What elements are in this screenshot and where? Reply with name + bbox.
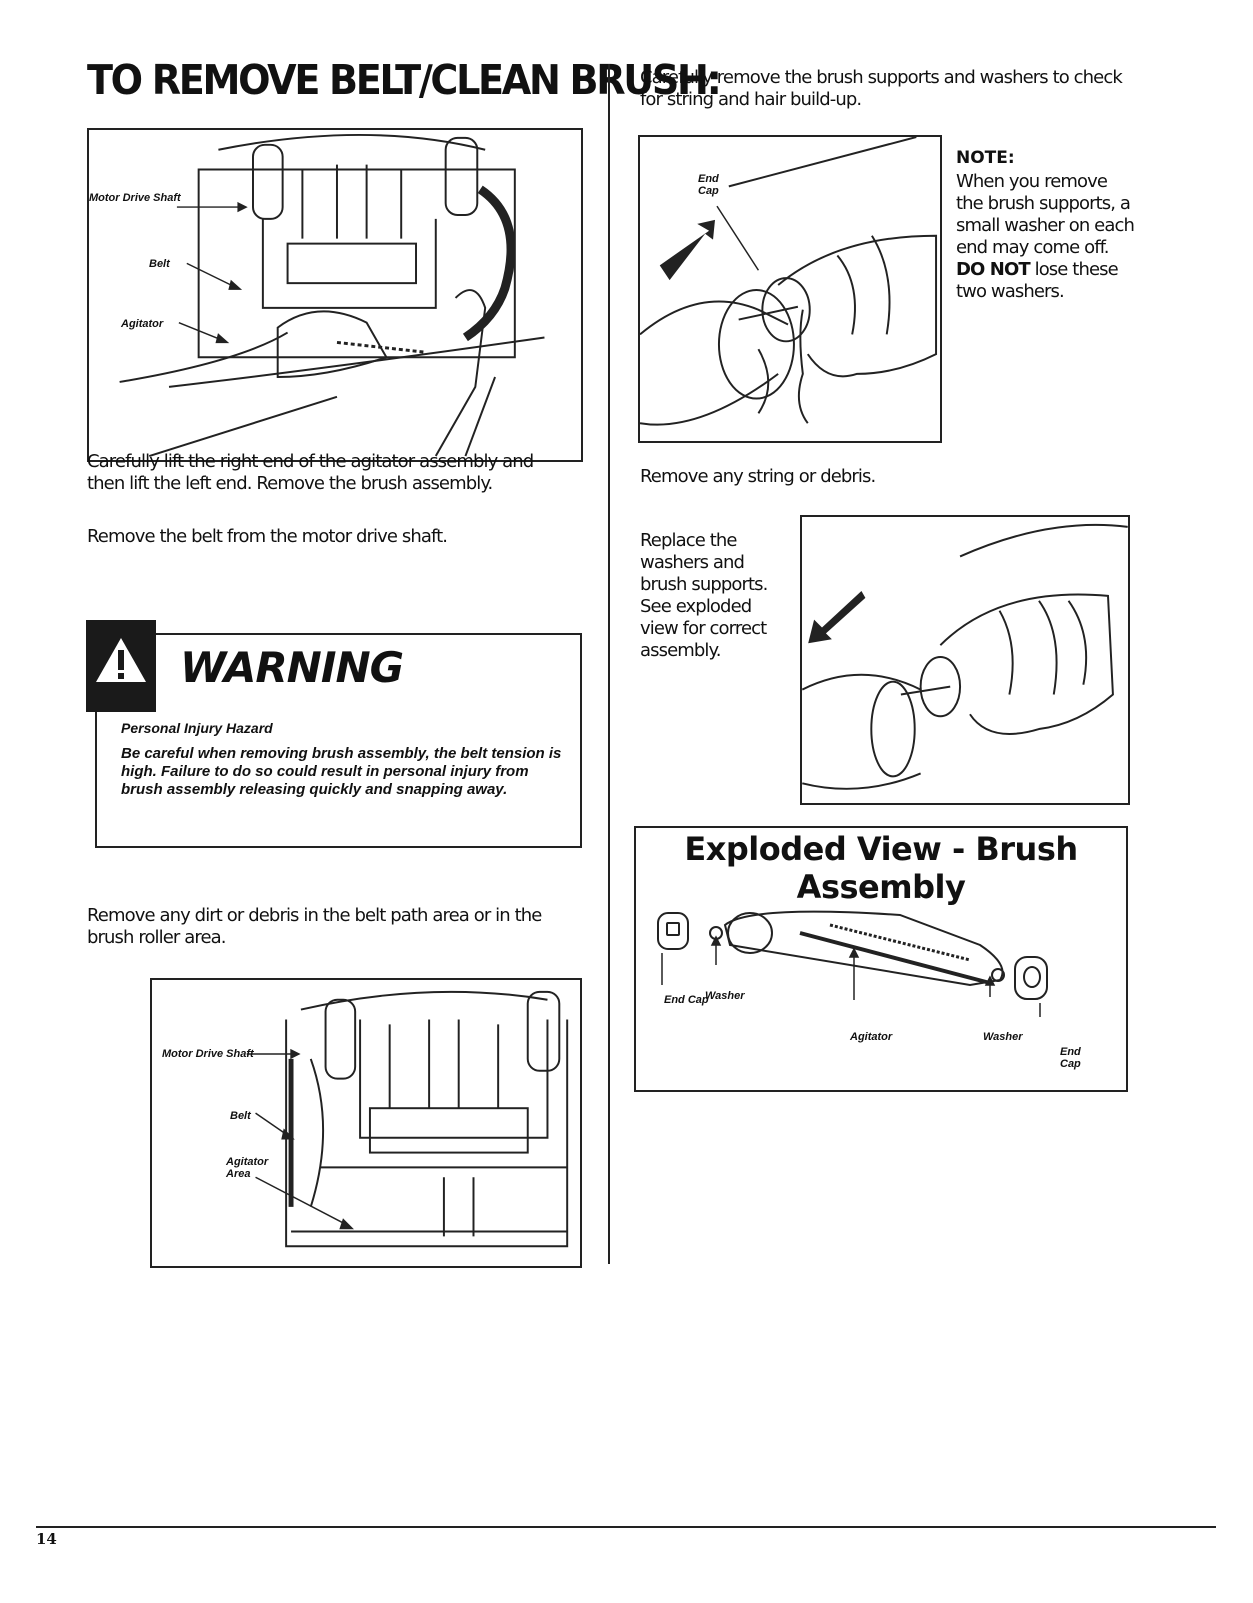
label-motor-drive-shaft-2: Motor Drive Shaft [162, 1048, 254, 1060]
vacuum-agitator-area-illustration [246, 990, 569, 1248]
label-agitator: Agitator [121, 318, 164, 330]
column-divider [608, 64, 610, 1264]
figure-replace-supports [800, 515, 1130, 805]
instruction-remove-string: Remove any string or debris. [640, 466, 876, 487]
brush-assembly-exploded-illustration [657, 910, 1048, 1017]
label-washer-right: Washer [983, 1031, 1023, 1043]
warning-box [95, 633, 582, 848]
note-text-suffix: lose these two washers. [956, 259, 1119, 302]
washer-right-icon [991, 968, 1005, 982]
vacuum-belt-illustration [119, 134, 545, 457]
note-title: NOTE: [956, 148, 1015, 168]
footer-rule [36, 1526, 1216, 1528]
instruction-lift-agitator: Carefully lift the right end of the agit… [87, 451, 534, 494]
warning-tab [86, 620, 156, 712]
page-title: TO REMOVE BELT/CLEAN BRUSH: [87, 56, 722, 104]
note-text: When you remove the brush supports, a sm… [956, 171, 1136, 303]
warning-text: Be careful when removing brush assembly,… [121, 745, 562, 798]
warning-triangle-icon [96, 638, 146, 682]
figure-end-cap-removal: End Cap [638, 135, 942, 443]
warning-hazard: Personal Injury Hazard [121, 720, 273, 736]
figure-remove-brush: Motor Drive Shaft Belt Agitator [87, 128, 583, 462]
end-cap-removal-illustration [640, 137, 938, 426]
warning-title: WARNING [180, 643, 404, 692]
end-cap-left-icon [657, 912, 689, 950]
label-motor-drive-shaft: Motor Drive Shaft [89, 192, 181, 204]
note-text-prefix: When you remove the brush supports, a sm… [956, 171, 1135, 258]
exploded-view-box [634, 826, 1128, 1092]
label-end-cap: End Cap [698, 173, 719, 197]
label-end-cap-right: End Cap [1060, 1046, 1081, 1070]
label-belt: Belt [149, 258, 170, 270]
figure-agitator-area: Motor Drive Shaft Belt Agitator Area [150, 978, 582, 1268]
instruction-replace-washers: Replace the washers and brush supports. … [640, 530, 768, 661]
label-end-cap-left: End Cap [664, 994, 709, 1006]
instruction-remove-supports: Carefully remove the brush supports and … [640, 67, 1123, 110]
replace-supports-illustration [802, 523, 1128, 790]
label-washer-left: Washer [705, 990, 745, 1002]
label-belt-2: Belt [230, 1110, 251, 1122]
exploded-view-title: Exploded View - Brush Assembly [684, 830, 1078, 906]
label-agitator-area: Agitator Area [226, 1156, 269, 1180]
page-number: 14 [36, 1530, 57, 1548]
note-emphasis: DO NOT [956, 259, 1031, 280]
end-cap-right-icon [1014, 956, 1048, 1000]
instruction-remove-belt: Remove the belt from the motor drive sha… [87, 526, 448, 547]
label-agitator-exploded: Agitator [850, 1031, 893, 1043]
instruction-remove-dirt: Remove any dirt or debris in the belt pa… [87, 905, 542, 948]
